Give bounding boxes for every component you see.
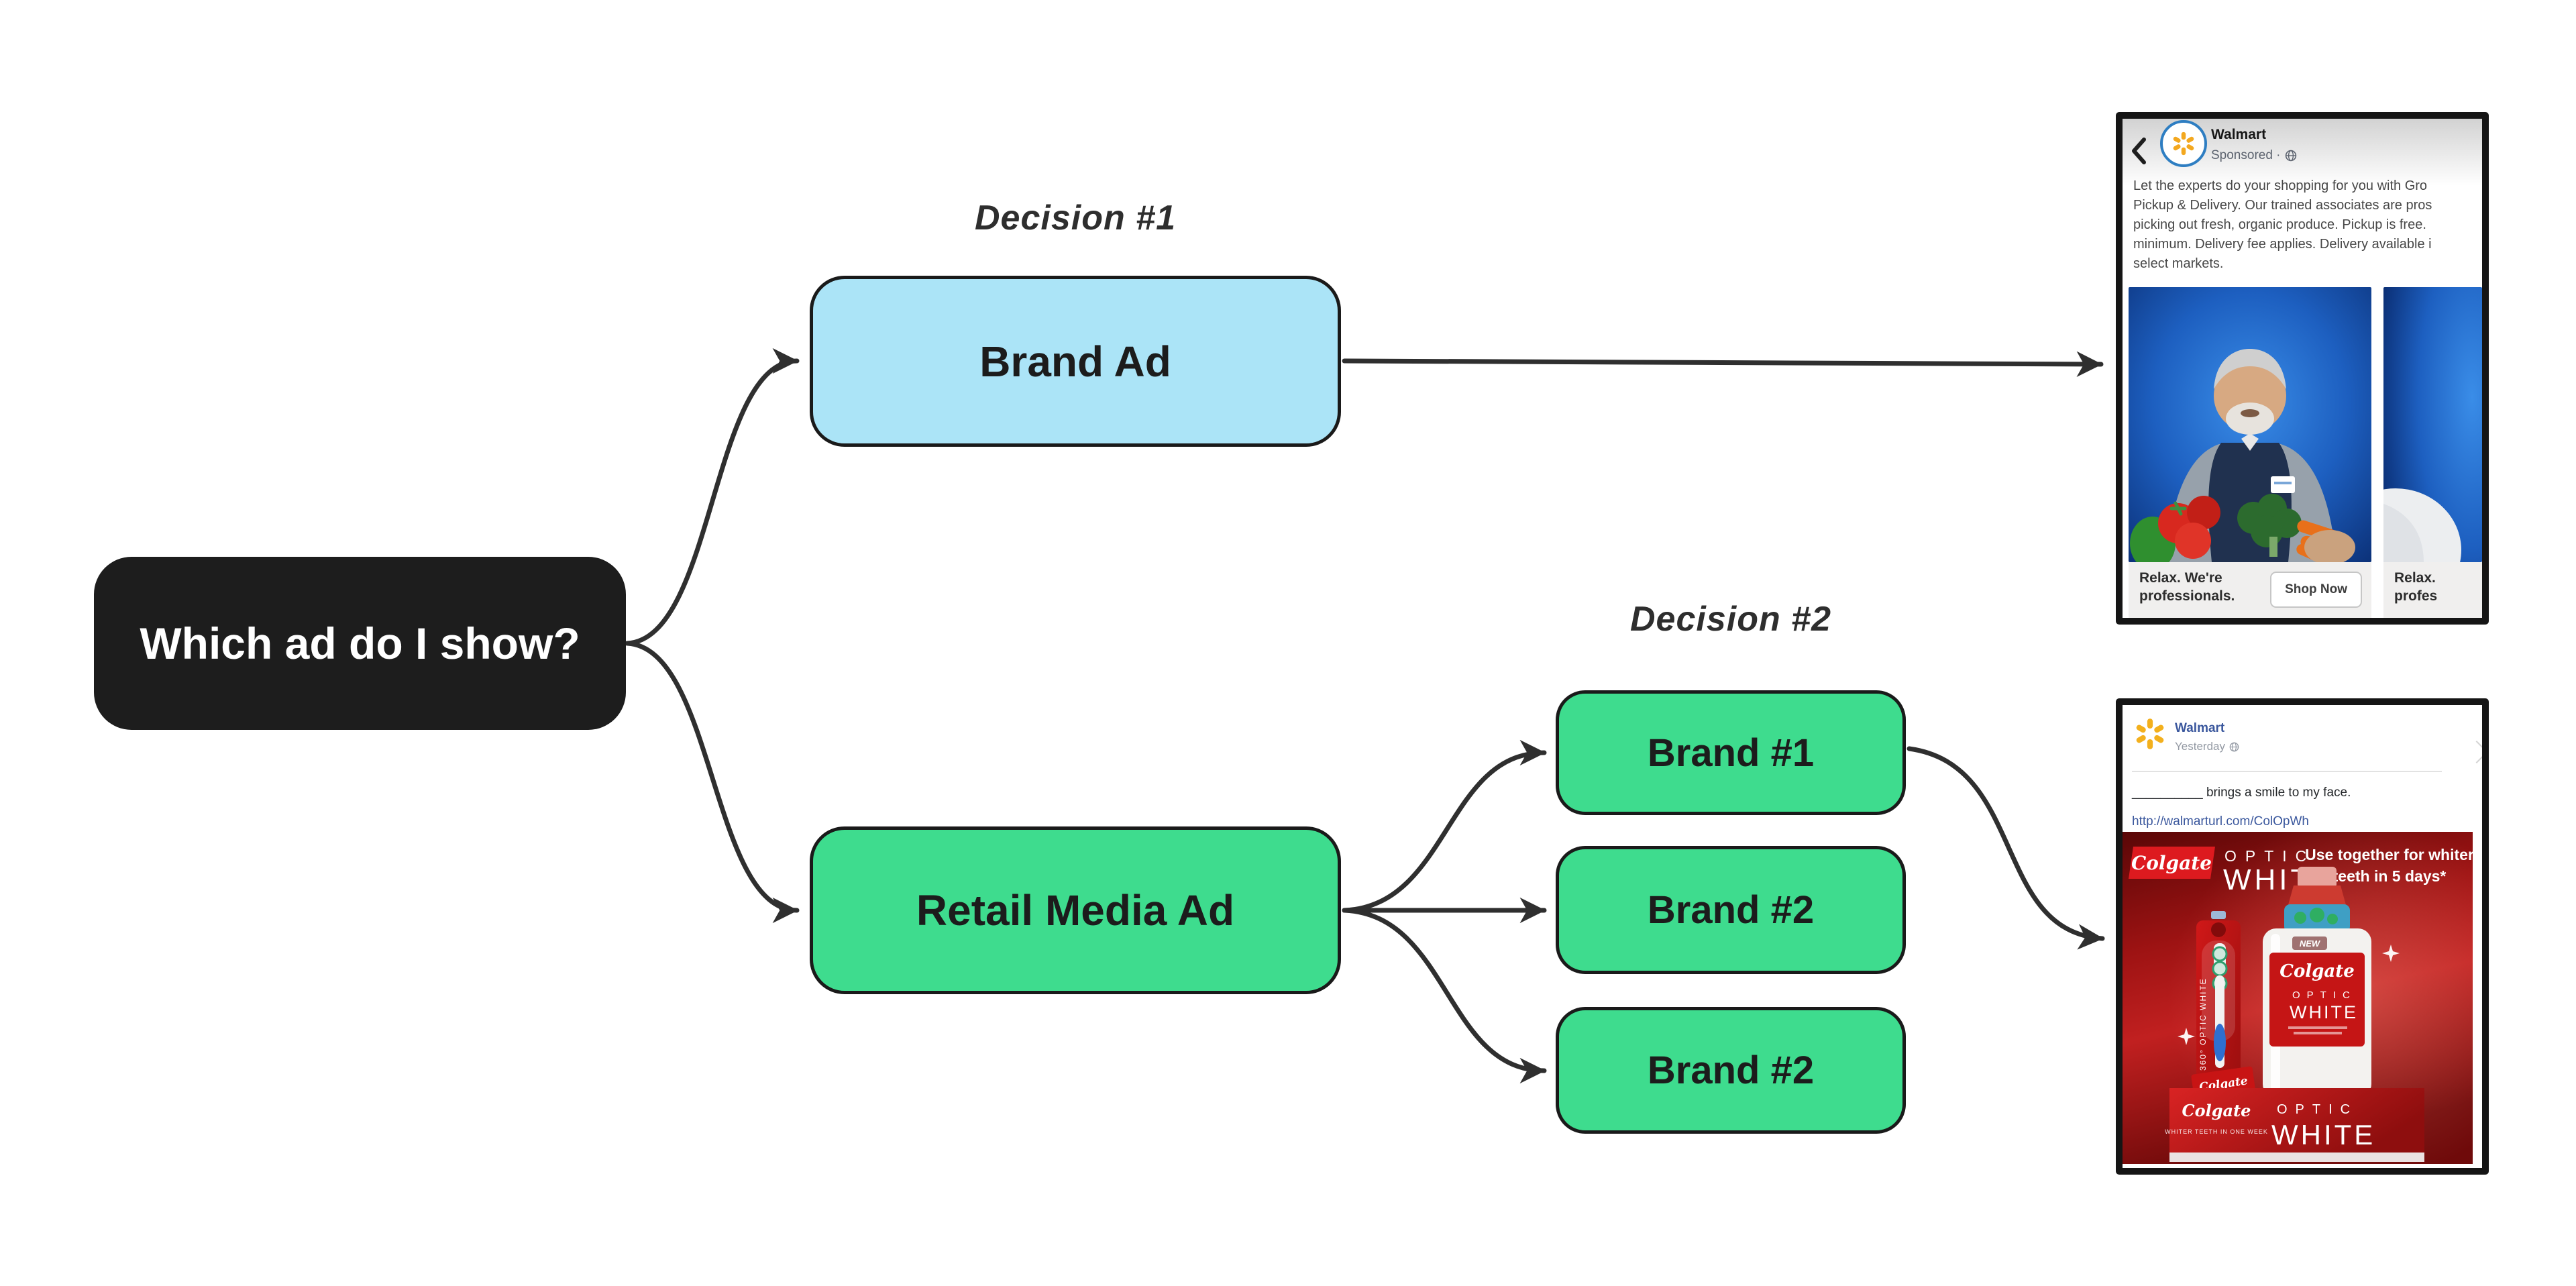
retail-media-ad-screenshot: Walmart Yesterday __________ brings a sm… [2116,698,2489,1175]
vegetables [2130,494,2355,562]
card-pointer [2465,741,2482,763]
card-2-title-line2: profes [2394,588,2438,604]
connector-retail-to-brand2b [1342,908,1547,1084]
bottle-logo-text: Colgate [2279,961,2355,981]
associate-photo [2129,287,2371,562]
post-meta: Yesterday [2175,740,2239,753]
decision-2-label: Decision #2 [1629,600,1832,639]
carousel-image-2 [2383,287,2482,562]
walmart-spark-icon [2136,718,2164,749]
base-white-text: WHITE [2271,1119,2375,1150]
sponsored-label: Sponsored · [2211,148,2281,162]
brand-option-2-node: Brand #2 [1556,846,1906,974]
globe-icon [2229,742,2239,751]
connector-root-to-retail [625,641,800,924]
post-link[interactable]: http://walmarturl.com/ColOpWh [2132,814,2309,828]
brand-ad-screenshot: Walmart Sponsored · Let the experts do y… [2116,112,2489,625]
claim-line-2: teeth in 5 days* [2333,867,2447,885]
card-1-title-line1: Relax. We're [2139,570,2222,586]
advertiser-name: Walmart [2211,127,2267,142]
card-2-title-line1: Relax. [2394,570,2436,586]
shop-now-button[interactable]: Shop Now [2270,572,2362,608]
mouthwash-bottle: NEW Colgate OPTIC WHITE [2263,867,2371,1097]
advertiser-name: Walmart [2175,721,2225,735]
ad-body-line: picking out fresh, organic produce. Pick… [2133,217,2426,232]
connector-brand-ad-to-preview [1342,351,2104,378]
hand [2304,530,2355,562]
decision-1-label: Decision #1 [974,199,1177,237]
walmart-logo-icon [2160,120,2207,167]
retail-media-ad-node: Retail Media Ad [810,826,1341,994]
new-badge-text: NEW [2300,939,2321,949]
colgate-logo-chip: Colgate [2129,847,2215,879]
tomato [2187,496,2220,529]
brush-vertical-text: 360° OPTIC WHITE [2198,977,2208,1071]
carousel-image-1 [2129,287,2371,562]
colgate-creative: Colgate OPTIC WHITE ™ Use together for w… [2123,832,2473,1164]
connector-brand1-to-preview [1907,746,2105,950]
divider [2132,771,2442,772]
back-chevron-icon[interactable] [2129,136,2148,166]
base-optic-text: OPTIC [2277,1102,2358,1117]
claim-line-1: Use together for whiter [2305,846,2473,863]
ad-body-line: select markets. [2133,256,2224,271]
card-2-title: Relax. profes [2394,569,2437,605]
colgate-logo-text: Colgate [2131,852,2212,874]
carousel-card-2-footer: Relax. profes [2383,562,2482,618]
connector-root-to-brand-ad [625,347,800,646]
post-text: __________ brings a smile to my face. [2132,786,2351,800]
optic-text: OPTIC [2224,847,2315,865]
sponsored-meta: Sponsored · [2211,148,2297,163]
globe-icon [2285,150,2296,162]
ad-body-text: Let the experts do your shopping for you… [2133,176,2478,274]
bottle-white-text: WHITE [2290,1002,2358,1022]
bottle-optic-text: OPTIC [2292,989,2357,1001]
associate-photo-2 [2383,287,2482,562]
brand-option-3-node: Brand #2 [1556,1007,1906,1134]
card-1-title: Relax. We're professionals. [2139,569,2235,605]
root-node: Which ad do I show? [94,557,626,730]
base-logo-text: Colgate [2182,1101,2251,1120]
ad-body-line: minimum. Delivery fee applies. Delivery … [2133,237,2432,252]
ad-body-line: Pickup & Delivery. Our trained associate… [2133,198,2432,213]
display-base: Colgate WHITER TEETH IN ONE WEEK OPTIC W… [2165,1088,2424,1162]
brand-ad-node: Brand Ad [810,276,1341,447]
ad-body-line: Let the experts do your shopping for you… [2133,178,2428,193]
carousel-card-1-footer: Relax. We're professionals. Shop Now [2129,562,2371,618]
card-1-title-line2: professionals. [2139,588,2235,604]
base-claim-text: WHITER TEETH IN ONE WEEK [2165,1128,2268,1135]
connector-retail-to-brand1 [1342,739,1547,913]
post-time: Yesterday [2175,740,2225,753]
tomato [2175,523,2211,559]
brand-option-1-node: Brand #1 [1556,690,1906,815]
